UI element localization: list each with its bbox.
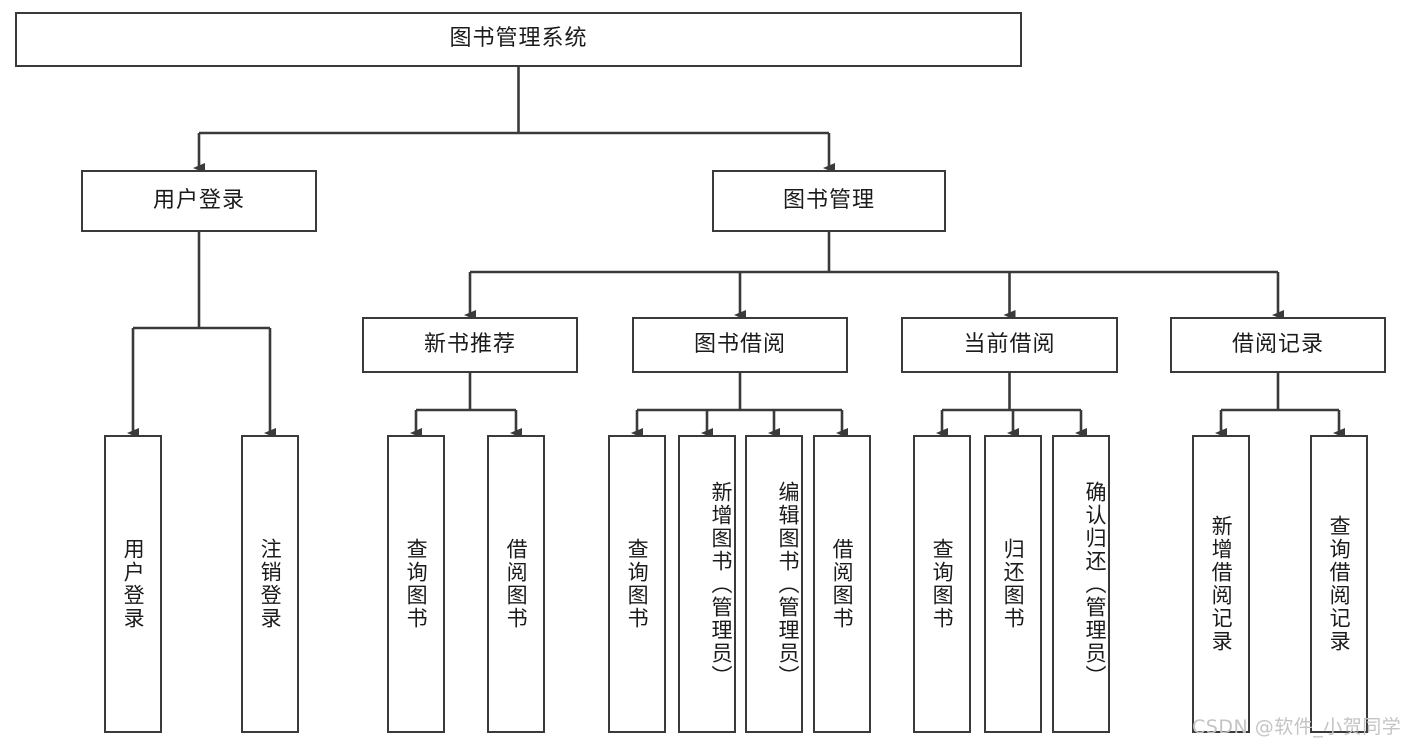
node-root: 图书管理系统 [15, 12, 1022, 67]
node-user-login-leaf: 用户登录 [104, 435, 162, 733]
node-borrow-query-book: 查询图书 [608, 435, 666, 733]
node-new-book-recommend: 新书推荐 [362, 317, 578, 373]
node-borrow-borrow-book: 借阅图书 [813, 435, 871, 733]
node-user-logout-leaf: 注销登录 [241, 435, 299, 733]
node-record-query: 查询借阅记录 [1310, 435, 1368, 733]
node-borrow-edit-book: 编辑图书（管理员） [745, 435, 803, 733]
node-record-add: 新增借阅记录 [1192, 435, 1250, 733]
csdn-watermark: CSDN @软件_小贺同学 [1192, 716, 1402, 738]
node-current-confirm-return: 确认归还（管理员） [1052, 435, 1110, 733]
node-current-return-book: 归还图书 [984, 435, 1042, 733]
node-user-login: 用户登录 [81, 170, 317, 232]
node-borrow-record: 借阅记录 [1170, 317, 1386, 373]
node-book-manage: 图书管理 [712, 170, 946, 232]
node-current-borrow: 当前借阅 [901, 317, 1118, 373]
node-current-query-book: 查询图书 [913, 435, 971, 733]
node-recommend-query-book: 查询图书 [387, 435, 445, 733]
node-recommend-borrow-book: 借阅图书 [487, 435, 545, 733]
node-borrow-add-book: 新增图书（管理员） [678, 435, 736, 733]
node-book-borrow: 图书借阅 [632, 317, 848, 373]
